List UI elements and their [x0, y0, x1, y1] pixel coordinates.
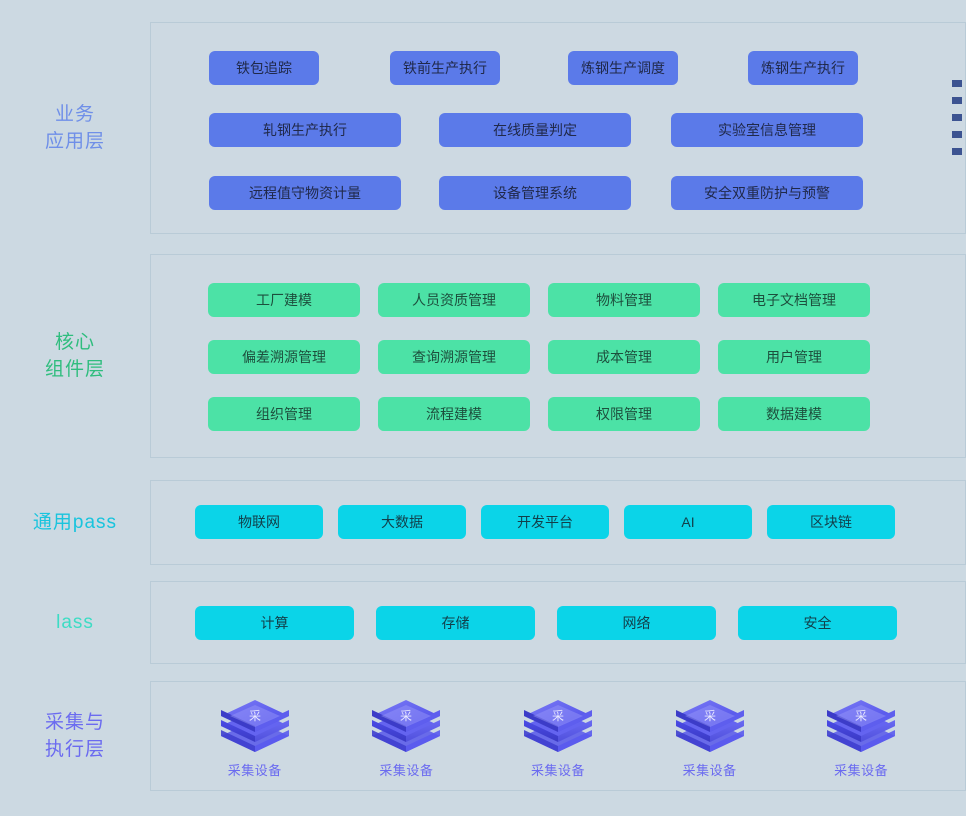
paas-row-1: 物联网 大数据 开发平台 AI 区块链: [151, 505, 965, 539]
infra-security[interactable]: 安全: [738, 606, 897, 640]
layer-iaas: lass 计算 存储 网络 安全: [0, 581, 966, 664]
collection-device-label: 采集设备: [530, 763, 585, 778]
platform-blockchain[interactable]: 区块链: [767, 505, 895, 539]
core-row-3: 组织管理 流程建模 权限管理 数据建模: [151, 397, 965, 431]
component-organization-management[interactable]: 组织管理: [208, 397, 360, 431]
collection-device-glyph: 采: [855, 709, 867, 723]
module-laboratory-information-management[interactable]: 实验室信息管理: [671, 113, 863, 147]
module-steelmaking-production-scheduling[interactable]: 炼钢生产调度: [568, 51, 678, 85]
collection-device-label: 采集设备: [227, 763, 282, 778]
layer-collection-execution: 采集与 执行层: [0, 681, 966, 791]
collection-device-glyph: 采: [400, 709, 412, 723]
component-process-modeling[interactable]: 流程建模: [378, 397, 530, 431]
component-electronic-document-management[interactable]: 电子文档管理: [718, 283, 870, 317]
platform-development-platform[interactable]: 开发平台: [481, 505, 609, 539]
iaas-row-1: 计算 存储 网络 安全: [151, 606, 965, 640]
bullet-marker-icon: [952, 80, 962, 87]
component-query-traceability-management[interactable]: 查询溯源管理: [378, 340, 530, 374]
bullet-marker-list: [952, 80, 966, 165]
layer-label-core-components: 核心 组件层: [44, 332, 105, 380]
module-rolling-production-execution[interactable]: 轧钢生产执行: [209, 113, 401, 147]
infra-storage[interactable]: 存储: [376, 606, 535, 640]
collection-device-glyph: 采: [704, 709, 716, 723]
component-cost-management[interactable]: 成本管理: [548, 340, 700, 374]
collection-device-label: 采集设备: [682, 763, 737, 778]
module-equipment-management-system[interactable]: 设备管理系统: [439, 176, 631, 210]
component-permission-management[interactable]: 权限管理: [548, 397, 700, 431]
component-personnel-qualification-management[interactable]: 人员资质管理: [378, 283, 530, 317]
component-factory-modeling[interactable]: 工厂建模: [208, 283, 360, 317]
collection-device-label: 采集设备: [834, 763, 889, 778]
collection-device-3[interactable]: 采 采集设备: [503, 694, 613, 779]
business-row-2: 轧钢生产执行 在线质量判定 实验室信息管理: [151, 113, 965, 147]
collection-device-icon: 采: [372, 700, 441, 752]
platform-iot[interactable]: 物联网: [195, 505, 323, 539]
layer-panel-general-paas: 物联网 大数据 开发平台 AI 区块链: [150, 480, 966, 565]
layer-core-components: 核心 组件层 工厂建模 人员资质管理 物料管理 电子文档管理 偏差溯源管理 查询…: [0, 254, 966, 458]
layer-panel-iaas: 计算 存储 网络 安全: [150, 581, 966, 664]
component-data-modeling[interactable]: 数据建模: [718, 397, 870, 431]
layer-general-paas: 通用pass 物联网 大数据 开发平台 AI 区块链: [0, 480, 966, 565]
business-row-1: 铁包追踪 铁前生产执行 炼钢生产调度 炼钢生产执行: [151, 51, 965, 85]
module-online-quality-judgment[interactable]: 在线质量判定: [439, 113, 631, 147]
collection-device-2[interactable]: 采 采集设备: [351, 694, 461, 779]
bullet-marker-icon: [952, 131, 962, 138]
module-ironmaking-production-execution[interactable]: 铁前生产执行: [390, 51, 500, 85]
layer-label-collection-execution: 采集与 执行层: [44, 712, 105, 760]
bullet-marker-icon: [952, 97, 962, 104]
module-iron-ladle-tracking[interactable]: 铁包追踪: [209, 51, 319, 85]
collection-device-glyph: 采: [552, 709, 564, 723]
bullet-marker-icon: [952, 114, 962, 121]
business-row-3: 远程值守物资计量 设备管理系统 安全双重防护与预警: [151, 176, 965, 210]
collection-device-1[interactable]: 采 采集设备: [200, 694, 310, 779]
collection-device-4[interactable]: 采 采集设备: [655, 694, 765, 779]
collection-device-icon: 采: [220, 700, 289, 752]
module-steelmaking-production-execution[interactable]: 炼钢生产执行: [748, 51, 858, 85]
infra-compute[interactable]: 计算: [195, 606, 354, 640]
layer-label-business-application: 业务 应用层: [44, 104, 105, 152]
collection-device-icon: 采: [827, 700, 896, 752]
collection-device-icon: 采: [675, 700, 744, 752]
module-remote-unattended-material-metering[interactable]: 远程值守物资计量: [209, 176, 401, 210]
layer-label-general-paas: 通用pass: [32, 512, 118, 533]
module-safety-dual-prevention-and-warning[interactable]: 安全双重防护与预警: [671, 176, 863, 210]
layer-panel-business-application: 铁包追踪 铁前生产执行 炼钢生产调度 炼钢生产执行 轧钢生产执行 在线质量判定 …: [150, 22, 966, 234]
layer-label-iaas: lass: [56, 612, 94, 633]
core-row-1: 工厂建模 人员资质管理 物料管理 电子文档管理: [151, 283, 965, 317]
collection-device-glyph: 采: [249, 709, 261, 723]
collection-device-icon: 采: [523, 700, 592, 752]
collection-device-5[interactable]: 采 采集设备: [806, 694, 916, 779]
infra-network[interactable]: 网络: [557, 606, 716, 640]
component-user-management[interactable]: 用户管理: [718, 340, 870, 374]
platform-ai[interactable]: AI: [624, 505, 752, 539]
layer-panel-collection-execution: 采 采集设备: [150, 681, 966, 791]
collection-device-row: 采 采集设备: [151, 694, 965, 779]
platform-big-data[interactable]: 大数据: [338, 505, 466, 539]
collection-device-label: 采集设备: [379, 763, 434, 778]
layer-business-application: 业务 应用层 铁包追踪 铁前生产执行 炼钢生产调度 炼钢生产执行 轧钢生产执行 …: [0, 22, 966, 234]
component-material-management[interactable]: 物料管理: [548, 283, 700, 317]
bullet-marker-icon: [952, 148, 962, 155]
core-row-2: 偏差溯源管理 查询溯源管理 成本管理 用户管理: [151, 340, 965, 374]
component-deviation-traceability-management[interactable]: 偏差溯源管理: [208, 340, 360, 374]
layer-panel-core-components: 工厂建模 人员资质管理 物料管理 电子文档管理 偏差溯源管理 查询溯源管理 成本…: [150, 254, 966, 458]
